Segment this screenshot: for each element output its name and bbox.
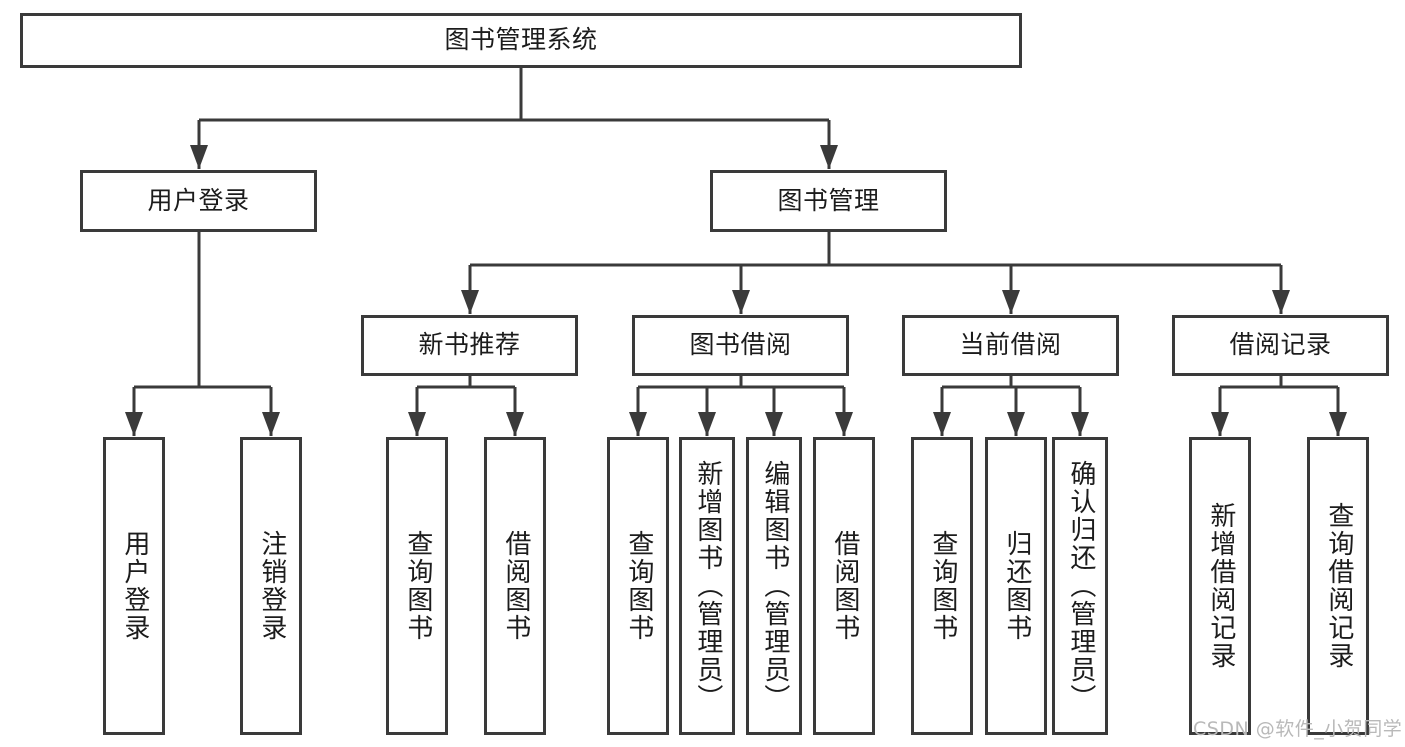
node-l4-2[interactable]: 注销登录 [240, 437, 302, 735]
node-l4-6[interactable]: 新增图书（管理员） [679, 437, 735, 735]
node-label: 图书管理 [777, 185, 880, 215]
node-l4-7[interactable]: 编辑图书（管理员） [746, 437, 802, 735]
node-l4-8[interactable]: 借阅图书 [813, 437, 875, 735]
node-label: 查询图书 [623, 530, 654, 642]
node-l4-13[interactable]: 查询借阅记录 [1307, 437, 1369, 735]
node-l2-book[interactable]: 图书管理 [710, 170, 947, 232]
node-label: 借阅图书 [829, 530, 860, 642]
node-label: 新书推荐 [418, 330, 521, 360]
node-label: 归还图书 [1001, 530, 1032, 642]
node-l4-12[interactable]: 新增借阅记录 [1189, 437, 1251, 735]
node-label: 借阅图书 [500, 530, 531, 642]
node-label: 注销登录 [256, 530, 287, 642]
node-l3-new[interactable]: 新书推荐 [361, 315, 578, 376]
node-l3-borrow[interactable]: 图书借阅 [632, 315, 849, 376]
node-label: 当前借阅 [959, 330, 1062, 360]
node-l4-11[interactable]: 确认归还（管理员） [1052, 437, 1108, 735]
node-label: 新增图书（管理员） [692, 460, 723, 712]
node-label: 新增借阅记录 [1205, 502, 1236, 670]
node-l4-3[interactable]: 查询图书 [386, 437, 448, 735]
node-l4-1[interactable]: 用户登录 [103, 437, 165, 735]
node-label: 用户登录 [147, 185, 250, 215]
node-l4-10[interactable]: 归还图书 [985, 437, 1047, 735]
node-l2-login[interactable]: 用户登录 [80, 170, 317, 232]
watermark: CSDN @软件_小贺同学 [1193, 718, 1403, 740]
node-root[interactable]: 图书管理系统 [20, 13, 1022, 68]
node-label: 编辑图书（管理员） [759, 460, 790, 712]
node-label: 查询图书 [927, 530, 958, 642]
node-label: 确认归还（管理员） [1065, 460, 1096, 712]
node-l4-4[interactable]: 借阅图书 [484, 437, 546, 735]
node-l3-record[interactable]: 借阅记录 [1172, 315, 1389, 376]
node-l3-current[interactable]: 当前借阅 [902, 315, 1119, 376]
node-label: 用户登录 [119, 530, 150, 642]
node-label: 图书借阅 [689, 330, 792, 360]
node-label: 查询借阅记录 [1323, 502, 1354, 670]
node-label: 图书管理系统 [444, 25, 598, 55]
node-l4-9[interactable]: 查询图书 [911, 437, 973, 735]
node-label: 借阅记录 [1229, 330, 1332, 360]
node-label: 查询图书 [402, 530, 433, 642]
node-l4-5[interactable]: 查询图书 [607, 437, 669, 735]
